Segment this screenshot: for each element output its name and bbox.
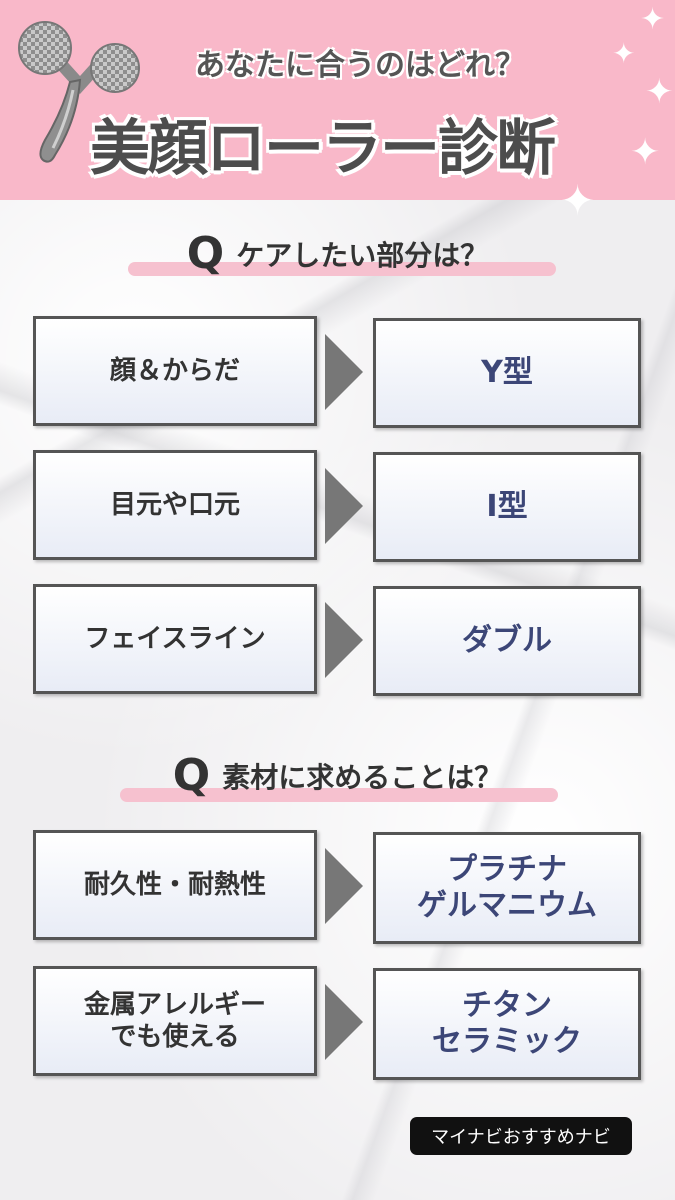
result-box: Y型 bbox=[373, 318, 641, 428]
condition-label: 金属アレルギー bbox=[83, 989, 266, 1020]
question-underline bbox=[128, 262, 556, 276]
question-text: 素材に求めることは？ bbox=[222, 760, 503, 794]
result-label: プラチナ bbox=[447, 852, 567, 887]
header-banner: あなたに合うのはどれ？ 美顔ローラー診断 ✦ ✦ ✦ ✦ ✦ bbox=[0, 0, 675, 222]
sparkle-icon: ✦ bbox=[612, 37, 636, 70]
result-label: I型 bbox=[486, 489, 528, 524]
question-heading: Q 素材に求めることは？ bbox=[0, 750, 675, 801]
header-subtitle: あなたに合うのはどれ？ bbox=[195, 48, 525, 83]
question-underline bbox=[120, 788, 558, 802]
condition-box: 目元や口元 bbox=[33, 450, 317, 560]
arrow-right-icon bbox=[325, 602, 363, 678]
sparkle-icon: ✦ bbox=[640, 2, 666, 37]
q-marker: Q bbox=[186, 228, 225, 279]
source-badge: マイナビおすすめナビ bbox=[410, 1117, 632, 1155]
condition-box: フェイスライン bbox=[33, 584, 317, 694]
question-text: ケアしたい部分は？ bbox=[236, 238, 489, 272]
result-box: チタン セラミック bbox=[373, 968, 641, 1080]
condition-box: 耐久性・耐熱性 bbox=[33, 830, 317, 940]
question-heading: Q ケアしたい部分は？ bbox=[0, 228, 675, 279]
result-box: プラチナ ゲルマニウム bbox=[373, 832, 641, 944]
arrow-right-icon bbox=[325, 334, 363, 410]
sparkle-icon: ✦ bbox=[645, 72, 674, 112]
sparkle-icon: ✦ bbox=[560, 176, 596, 225]
condition-label: 目元や口元 bbox=[109, 489, 240, 520]
condition-box: 金属アレルギー でも使える bbox=[33, 966, 317, 1076]
condition-box: 顔＆からだ bbox=[33, 316, 317, 426]
condition-label: でも使える bbox=[110, 1022, 240, 1052]
result-box: ダブル bbox=[373, 586, 641, 696]
face-roller-icon bbox=[18, 21, 140, 163]
result-label: セラミック bbox=[432, 1024, 582, 1059]
sparkle-icon: ✦ bbox=[630, 132, 661, 173]
result-box: I型 bbox=[373, 452, 641, 562]
result-label: Y型 bbox=[481, 355, 533, 390]
result-label: ゲルマニウム bbox=[417, 888, 597, 923]
arrow-right-icon bbox=[325, 848, 363, 924]
result-label: ダブル bbox=[462, 623, 552, 658]
condition-label: 耐久性・耐熱性 bbox=[83, 869, 266, 900]
result-label: チタン bbox=[462, 988, 552, 1023]
q-marker: Q bbox=[172, 750, 211, 801]
page-title: 美顔ローラー診断 bbox=[90, 114, 556, 184]
arrow-right-icon bbox=[325, 468, 363, 544]
condition-label: フェイスライン bbox=[84, 623, 266, 654]
condition-label: 顔＆からだ bbox=[109, 355, 240, 386]
arrow-right-icon bbox=[325, 984, 363, 1060]
